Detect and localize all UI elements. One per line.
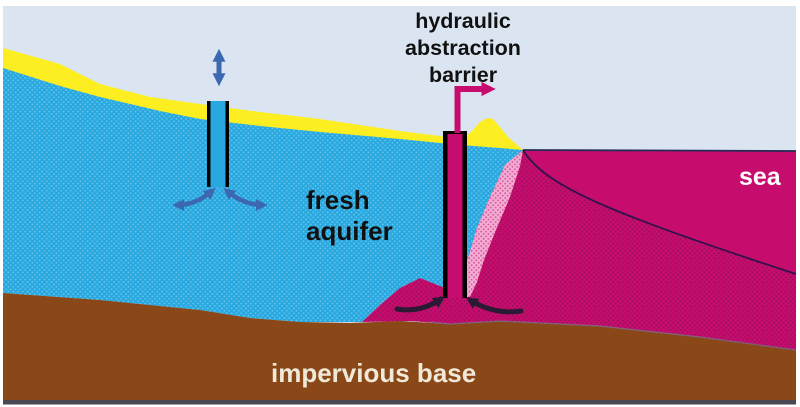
- mixing-zone-region: [456, 150, 523, 297]
- impervious-base-label: impervious base: [271, 358, 477, 388]
- ground-surface-region: [3, 48, 523, 160]
- sea-region: [523, 150, 796, 274]
- impervious-base-region: [3, 293, 796, 400]
- base-top-line: [429, 320, 797, 351]
- barrier-discharge-arrow: [454, 81, 496, 133]
- seabed-line: [522, 149, 797, 275]
- sea-label: sea: [739, 163, 781, 191]
- bottom-border: [3, 400, 796, 405]
- fresh-aquifer-label: fresh aquifer: [306, 185, 393, 246]
- flow-arrow-left: [172, 187, 216, 211]
- abstraction-inflow-arrow-right: [465, 297, 524, 315]
- sea-surface-line: [522, 149, 797, 152]
- barrier-well: [443, 131, 467, 298]
- flow-arrow-right: [223, 188, 268, 211]
- abstraction-inflow-arrow-left: [394, 296, 445, 313]
- recharge-well: [207, 101, 229, 187]
- barrier-label: hydraulic abstraction barrier: [405, 9, 521, 87]
